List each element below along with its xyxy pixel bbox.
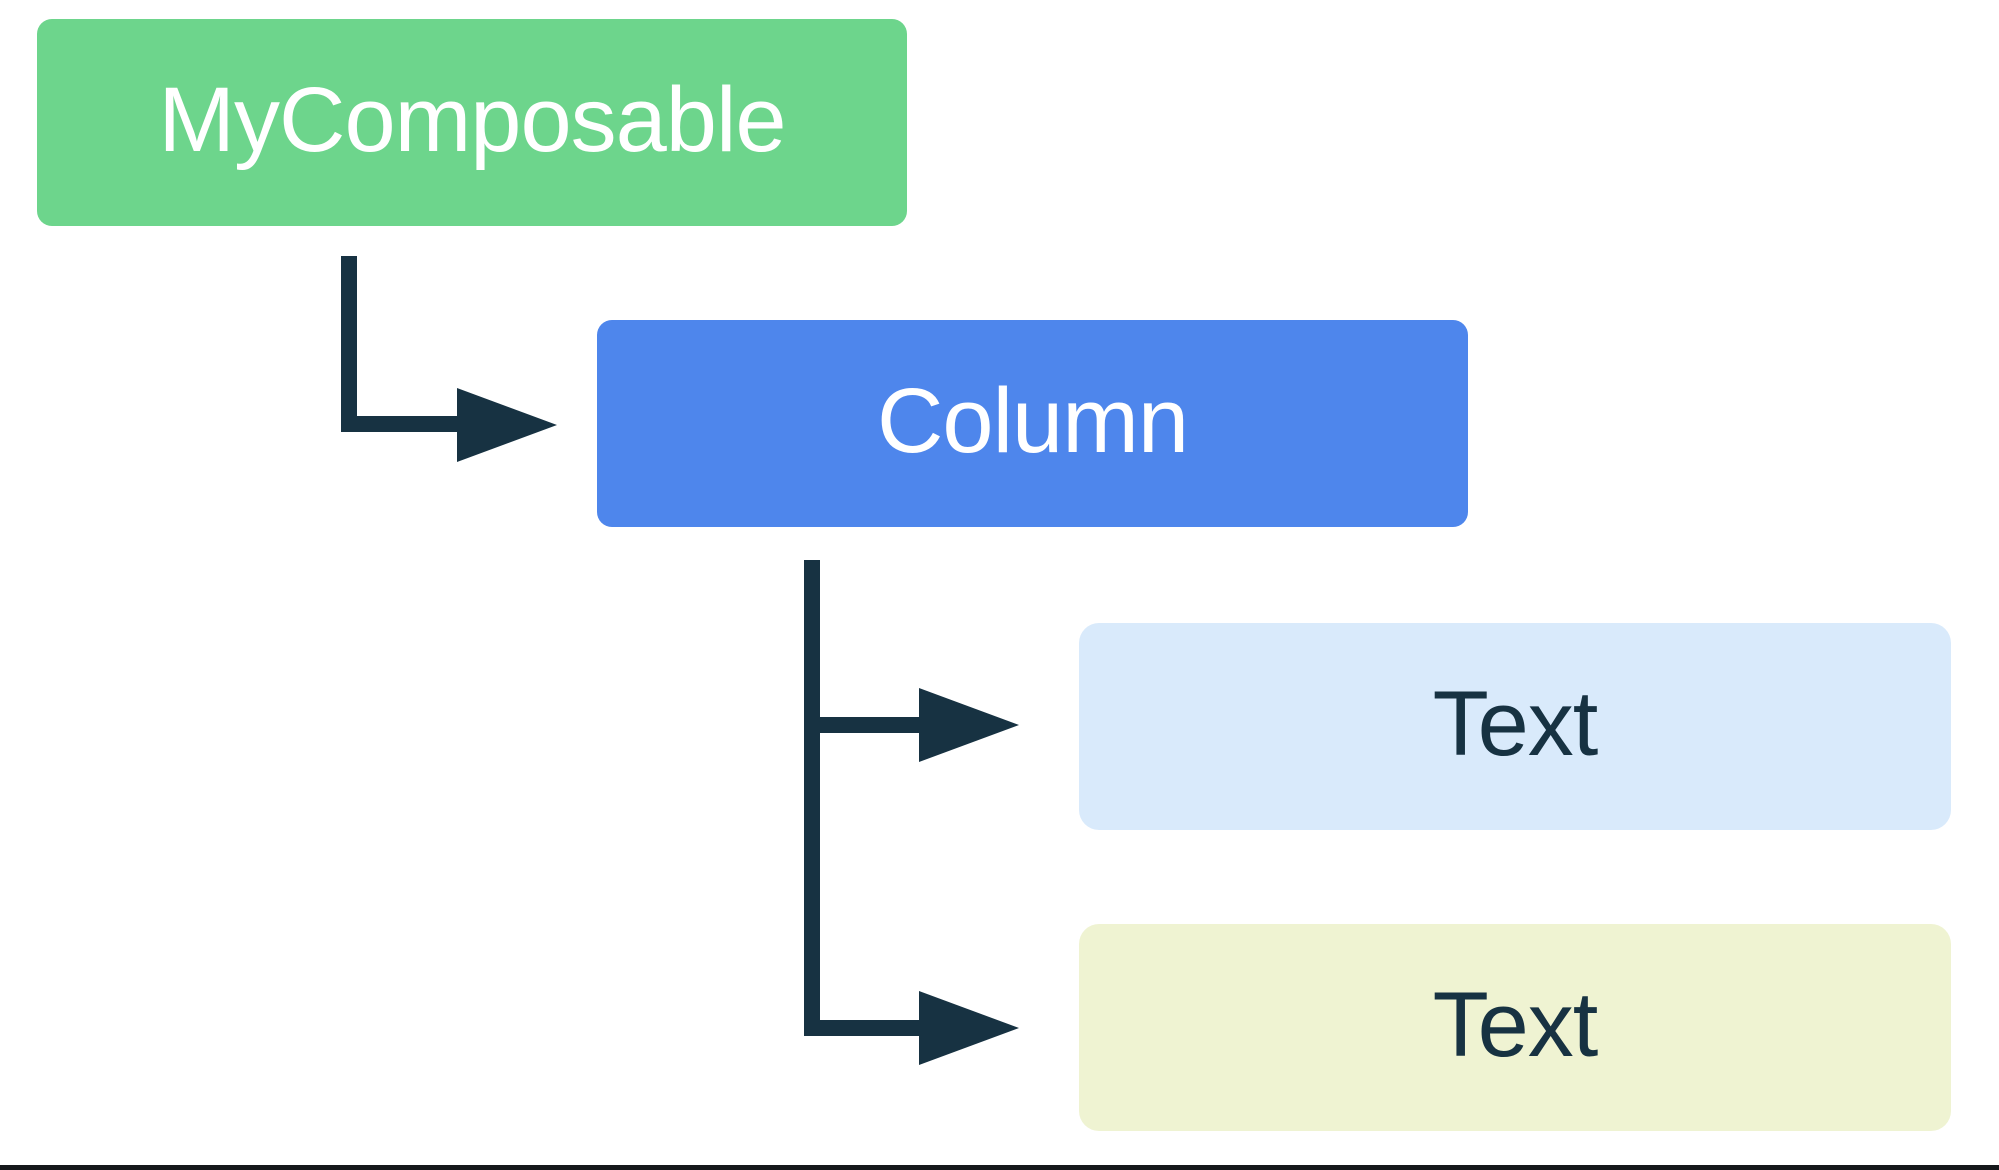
arrowhead-to-text-1-icon xyxy=(919,688,1019,762)
arrowhead-to-column-icon xyxy=(457,388,557,462)
node-text-2: Text xyxy=(1079,924,1951,1131)
node-mycomposable-label: MyComposable xyxy=(158,68,786,171)
connector-root-vertical-line xyxy=(341,256,357,432)
connector-column-vertical-line xyxy=(804,560,820,1036)
connector-root-horizontal-line xyxy=(341,416,457,432)
node-text-2-label: Text xyxy=(1432,973,1599,1076)
bottom-border-rule xyxy=(0,1165,1999,1170)
node-mycomposable: MyComposable xyxy=(37,19,907,226)
connector-column-branch2-line xyxy=(804,1020,919,1036)
node-text-1-label: Text xyxy=(1432,672,1599,775)
node-column-label: Column xyxy=(876,369,1189,472)
connector-column-branch1-line xyxy=(804,717,919,733)
arrowhead-to-text-2-icon xyxy=(919,991,1019,1065)
node-text-1: Text xyxy=(1079,623,1951,830)
node-column: Column xyxy=(597,320,1468,527)
